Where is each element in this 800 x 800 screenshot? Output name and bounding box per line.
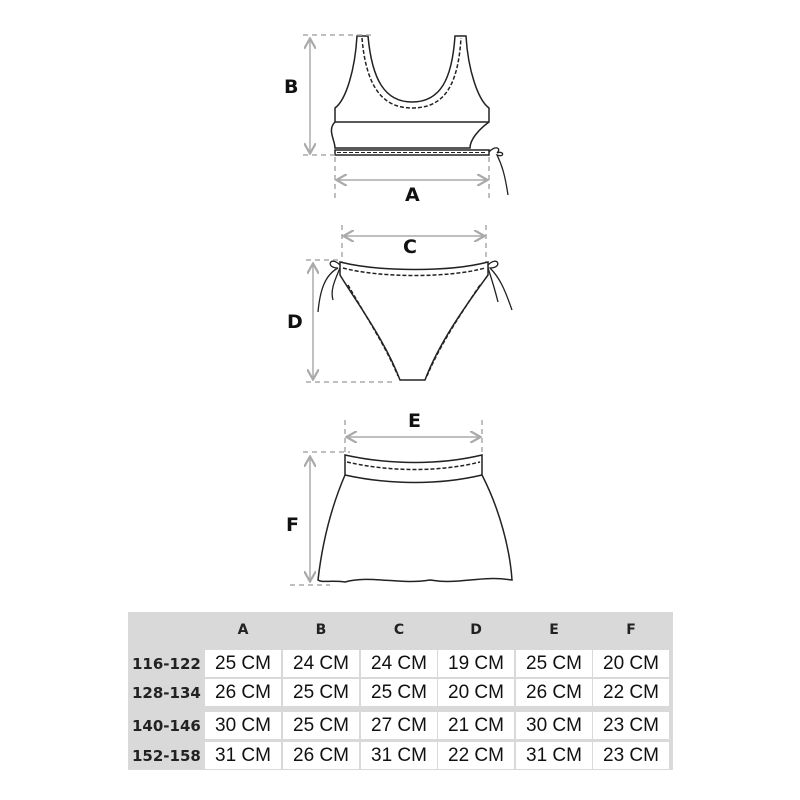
dimension-label-f: F (286, 514, 299, 536)
table-cell: 22 CM (593, 679, 669, 706)
table-cell: 25 CM (361, 679, 437, 706)
table-cell: 24 CM (361, 650, 437, 677)
table-cell: 24 CM (283, 650, 359, 677)
table-cell: 30 CM (205, 712, 281, 739)
column-header: E (549, 622, 559, 638)
dimension-label-b: B (284, 76, 299, 98)
dimension-label-c: C (403, 236, 417, 258)
table-cell: 21 CM (438, 712, 514, 739)
table-cell: 20 CM (438, 679, 514, 706)
table-cell: 31 CM (516, 742, 592, 769)
table-cell: 25 CM (283, 712, 359, 739)
table-cell: 20 CM (593, 650, 669, 677)
column-header: D (470, 622, 482, 638)
row-size-label: 128-134 (132, 684, 201, 702)
dimension-label-d: D (287, 311, 303, 333)
column-header: A (237, 622, 249, 638)
dimension-label-a: A (405, 184, 420, 206)
table-cell: 25 CM (283, 679, 359, 706)
row-size-label: 140-146 (132, 717, 201, 735)
table-cell: 26 CM (283, 742, 359, 769)
table-cell: 30 CM (516, 712, 592, 739)
row-size-label: 152-158 (132, 747, 201, 765)
skirt-drawing (317, 454, 513, 583)
table-cell: 26 CM (205, 679, 281, 706)
dimension-label-e: E (408, 410, 421, 432)
table-cell: 27 CM (361, 712, 437, 739)
table-cell: 22 CM (438, 742, 514, 769)
table-cell: 19 CM (438, 650, 514, 677)
table-cell: 26 CM (516, 679, 592, 706)
crop-top-drawing (330, 35, 509, 196)
column-header: F (626, 622, 636, 638)
bikini-bottom-drawing (317, 260, 513, 381)
table-cell: 31 CM (205, 742, 281, 769)
table-cell: 25 CM (205, 650, 281, 677)
dimension-lines (290, 34, 490, 586)
table-cell: 23 CM (593, 742, 669, 769)
table-cell: 23 CM (593, 712, 669, 739)
table-cell: 25 CM (516, 650, 592, 677)
table-cell: 31 CM (361, 742, 437, 769)
row-size-label: 116-122 (132, 655, 201, 673)
garment-drawings (290, 34, 513, 586)
column-header: B (315, 622, 327, 638)
column-header: C (393, 622, 405, 638)
